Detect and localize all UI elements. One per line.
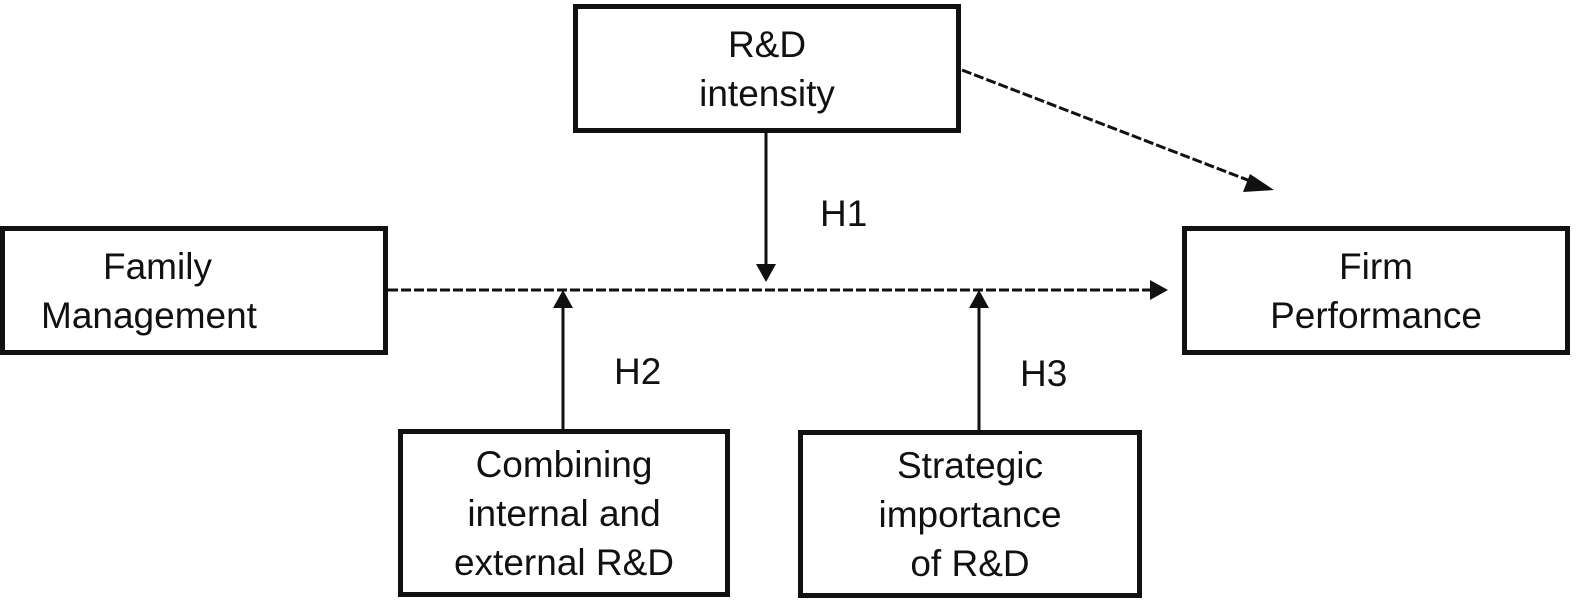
arrowhead-h1	[756, 264, 776, 282]
node-family-management-line1: Family	[103, 245, 212, 287]
arrowhead-rd-firm	[1243, 174, 1274, 192]
node-family-management-line2: Management	[41, 294, 257, 336]
arrowhead-firm	[1150, 280, 1168, 300]
node-strategic-line1: Strategic	[896, 444, 1043, 486]
node-strategic-importance: Strategic importance of R&D	[798, 430, 1142, 598]
arrowhead-h3	[969, 290, 989, 308]
node-rd-intensity: R&D intensity	[573, 4, 961, 133]
edge-rd-to-firm	[961, 68, 1259, 186]
node-rd-intensity-line1: R&D	[727, 23, 807, 65]
node-combining-rd: Combining internal and external R&D	[398, 429, 730, 597]
node-combining-line1: Combining	[475, 443, 653, 485]
hypothesis-label-h1: H1	[820, 193, 868, 234]
node-strategic-line2: importance	[878, 493, 1062, 535]
arrowhead-h2	[553, 290, 573, 308]
node-firm-performance-line1: Firm	[1339, 245, 1413, 287]
node-rd-intensity-line2: intensity	[699, 72, 835, 114]
node-combining-line2: internal and	[467, 492, 661, 534]
node-combining-line3: external R&D	[453, 541, 675, 583]
hypothesis-label-h3: H3	[1020, 353, 1068, 394]
node-firm-performance: Firm Performance	[1182, 226, 1570, 355]
node-strategic-line3: of R&D	[910, 542, 1030, 584]
node-firm-performance-line2: Performance	[1270, 294, 1482, 336]
hypothesis-label-h2: H2	[614, 351, 662, 392]
node-family-management: Family Management	[0, 226, 388, 355]
